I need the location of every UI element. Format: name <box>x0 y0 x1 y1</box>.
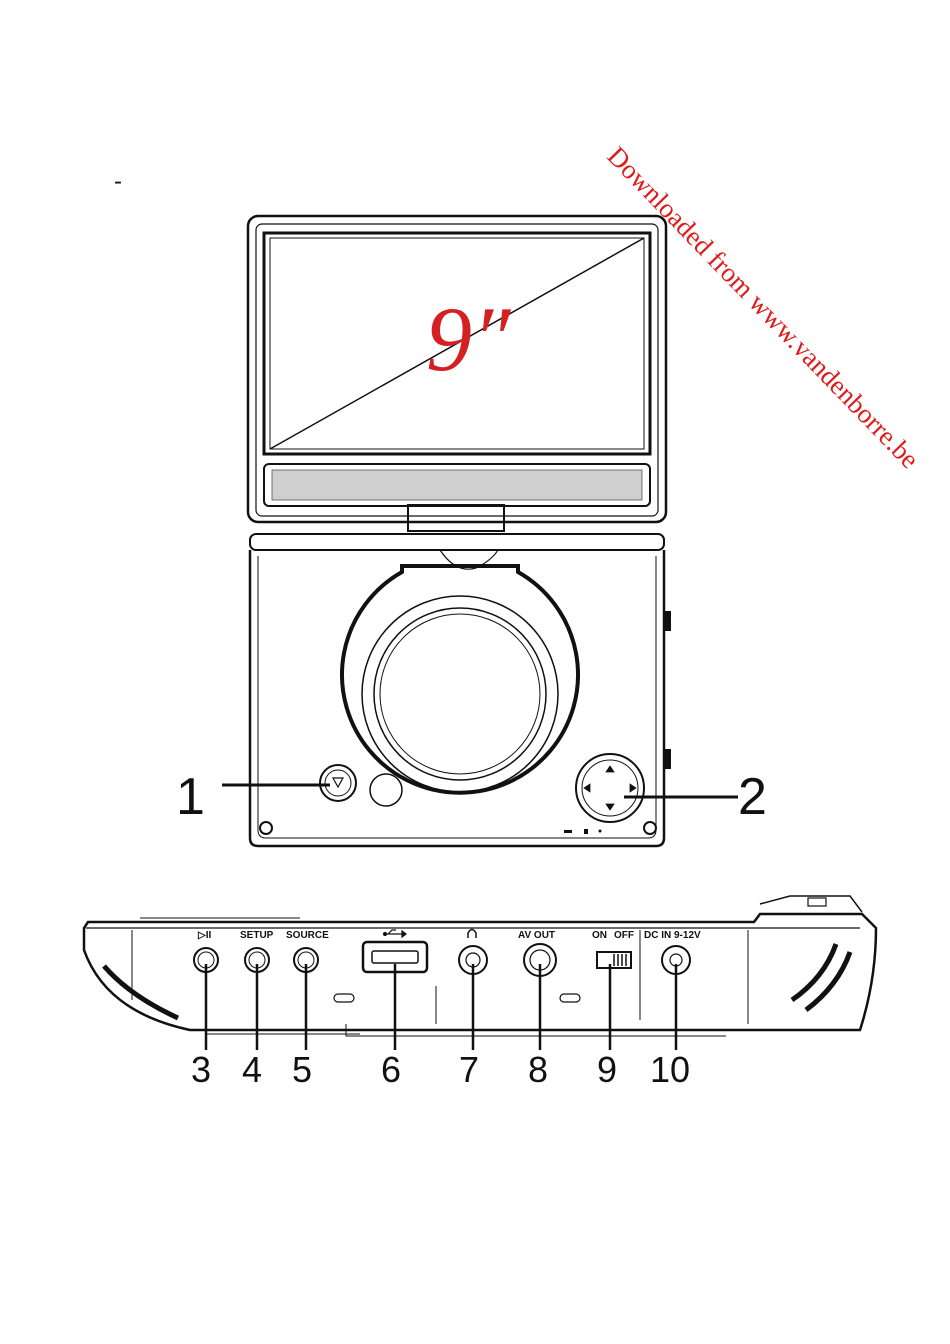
callout-4: 4 <box>242 1049 262 1090</box>
foot-left <box>260 822 272 834</box>
usb-symbol-icon <box>384 930 407 937</box>
side-callout-lines <box>206 964 676 1050</box>
callout-7: 7 <box>459 1049 479 1090</box>
navigation-pad[interactable] <box>576 754 644 822</box>
foot-right <box>644 822 656 834</box>
callout-1: 1 <box>176 768 205 826</box>
callout-9: 9 <box>597 1049 617 1090</box>
indicator-lights <box>564 829 602 834</box>
setup-label: SETUP <box>240 930 274 941</box>
disc-lid <box>342 566 578 806</box>
screen-size-label: 9″ <box>426 288 512 390</box>
speaker-grille <box>272 470 642 500</box>
open-button[interactable] <box>320 765 356 801</box>
arrow-right-icon <box>630 784 636 792</box>
play-pause-label: ▷II <box>197 930 211 941</box>
callout-10: 10 <box>650 1049 690 1090</box>
arrow-left-icon <box>584 784 590 792</box>
hinge <box>408 505 504 531</box>
callout-8: 8 <box>528 1049 548 1090</box>
callout-5: 5 <box>292 1049 312 1090</box>
on-label: ON <box>592 930 607 941</box>
side-body <box>84 896 876 1036</box>
dc-in-label: DC IN 9-12V <box>644 930 701 941</box>
source-label: SOURCE <box>286 930 329 941</box>
callout-6: 6 <box>381 1049 401 1090</box>
off-label: OFF <box>614 930 634 941</box>
arrow-down-icon <box>606 804 614 810</box>
callout-2: 2 <box>738 768 767 826</box>
arrow-up-icon <box>606 766 614 772</box>
callout-3: 3 <box>191 1049 211 1090</box>
base-unit <box>250 534 670 846</box>
av-out-label: AV OUT <box>518 930 555 941</box>
headphone-icon <box>468 930 476 939</box>
power-switch[interactable] <box>597 952 631 968</box>
